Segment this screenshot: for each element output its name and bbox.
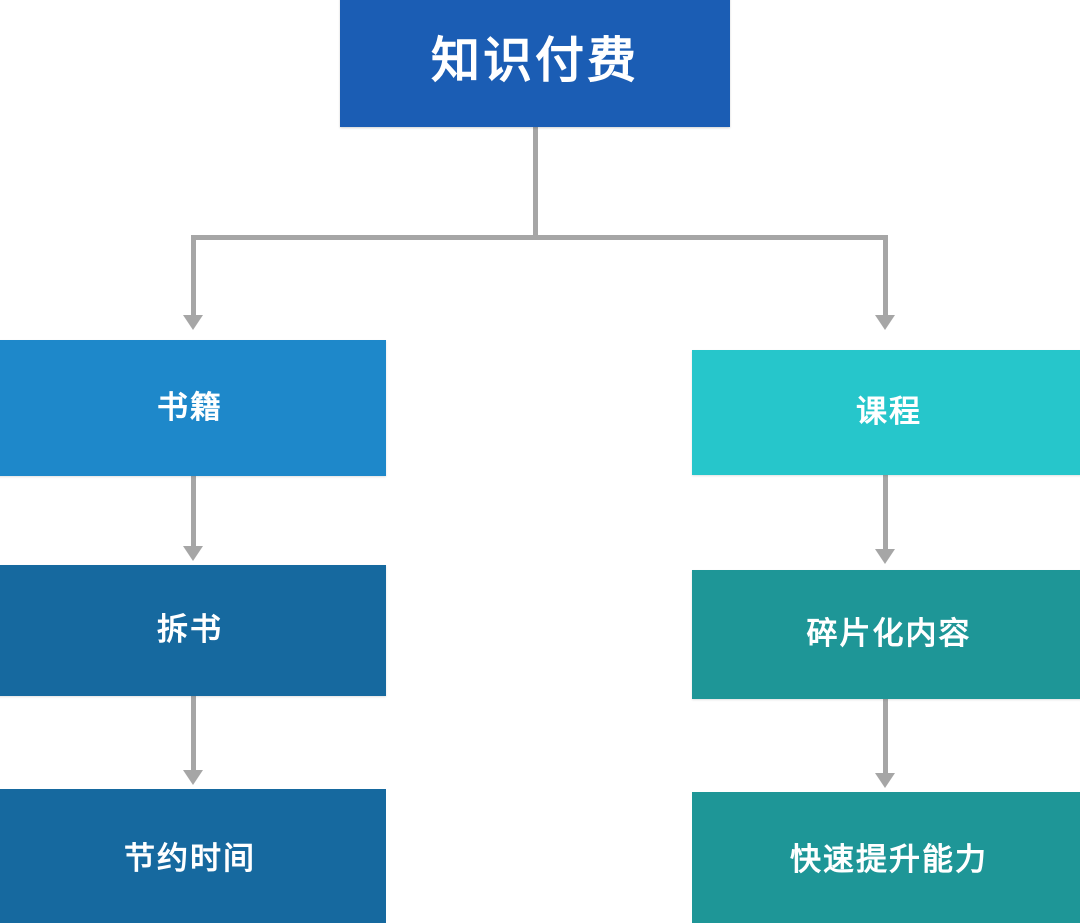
- connector-books-to-split-book: [191, 476, 196, 548]
- node-improve-ability[interactable]: 快速提升能力: [692, 792, 1080, 923]
- node-books-label: 书籍: [157, 389, 223, 425]
- connector-courses-to-fragmented-content: [883, 475, 888, 551]
- arrowhead-split-book-to-save-time-icon: [183, 770, 203, 785]
- node-save-time-label: 节约时间: [124, 840, 256, 876]
- connector-root-to-books: [191, 235, 196, 317]
- arrowhead-root-to-courses-icon: [875, 315, 895, 330]
- node-split-book-label: 拆书: [157, 612, 223, 648]
- node-fragmented-content-label: 碎片化内容: [806, 616, 972, 652]
- node-courses-label: 课程: [856, 394, 922, 430]
- connector-root-stem: [533, 127, 538, 240]
- node-improve-ability-label: 快速提升能力: [790, 842, 988, 878]
- connector-fragmented-content-to-improve-ability: [883, 699, 888, 775]
- node-split-book[interactable]: 拆书: [0, 565, 386, 696]
- connector-split-book-to-save-time: [191, 696, 196, 772]
- node-books[interactable]: 书籍: [0, 340, 386, 476]
- node-courses[interactable]: 课程: [692, 350, 1080, 475]
- arrowhead-root-to-books-icon: [183, 315, 203, 330]
- node-save-time[interactable]: 节约时间: [0, 789, 386, 923]
- node-root-knowledge-payment[interactable]: 知识付费: [340, 0, 730, 127]
- node-root-label: 知识付费: [430, 33, 639, 88]
- arrowhead-books-to-split-book-icon: [183, 546, 203, 561]
- connector-root-to-courses: [883, 235, 888, 317]
- arrowhead-courses-to-fragmented-content-icon: [875, 549, 895, 564]
- connector-horizontal-bar: [191, 235, 888, 240]
- node-fragmented-content[interactable]: 碎片化内容: [692, 570, 1080, 699]
- arrowhead-fragmented-content-to-improve-ability-icon: [875, 773, 895, 788]
